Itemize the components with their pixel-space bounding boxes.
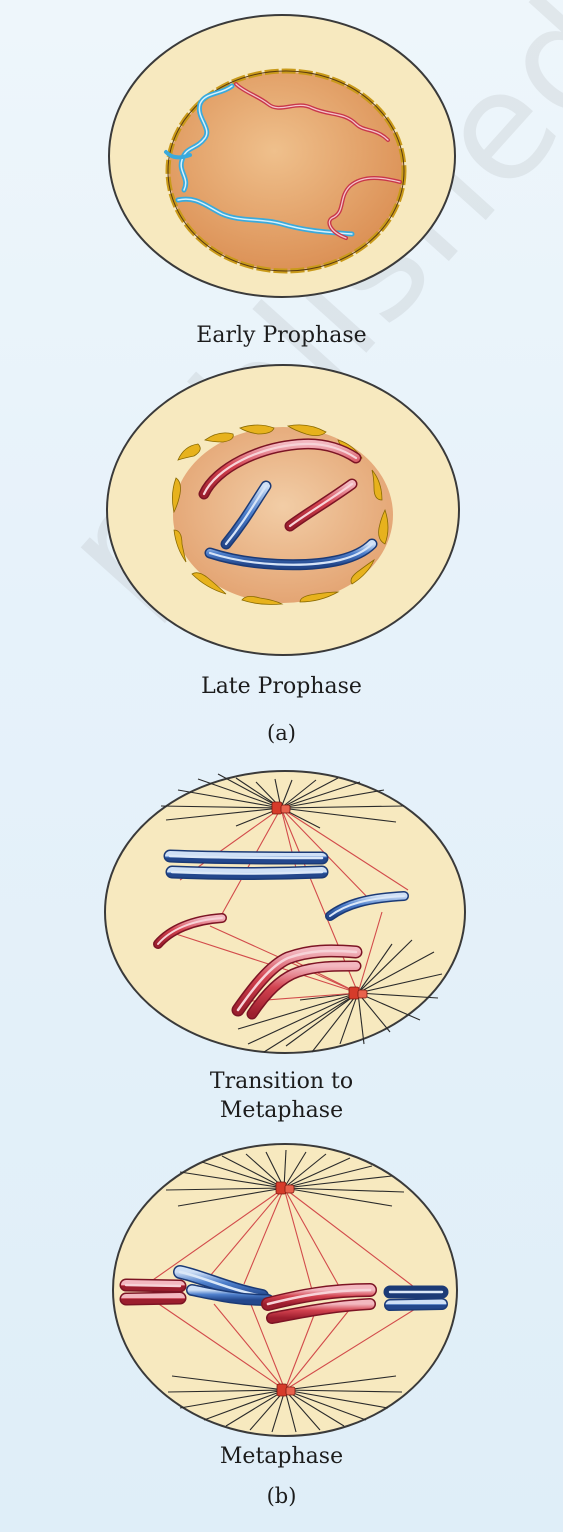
metaphase-label: Metaphase [0,1444,563,1470]
transition-cell [105,771,465,1053]
transition-label-line1: Transition to [0,1069,563,1095]
group-label-a: (a) [0,720,563,746]
group-label-b: (b) [0,1483,563,1509]
early-prophase-label: Early Prophase [0,323,563,349]
transition-label-line2: Metaphase [0,1098,563,1124]
metaphase-cell [113,1144,457,1436]
late-prophase-cell [107,365,459,655]
late-prophase-label: Late Prophase [0,674,563,700]
early-prophase-cell [109,15,455,297]
